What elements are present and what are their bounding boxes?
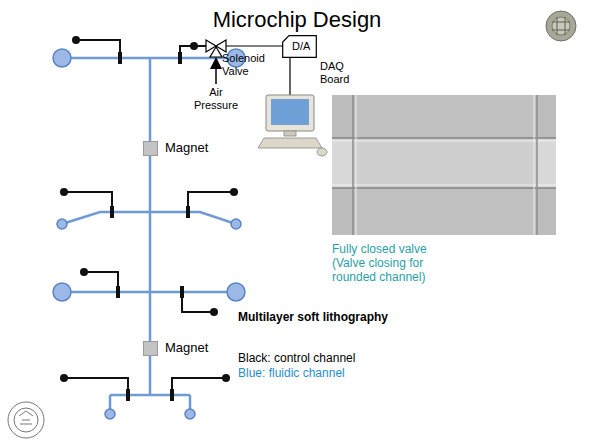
slide-title: Microchip Design — [0, 7, 594, 33]
image-caption: Fully closed valve — [332, 242, 467, 256]
pressure-label: Air Pressure — [190, 86, 242, 112]
method-heading: Multilayer soft lithography — [238, 310, 438, 324]
valve-micrograph — [332, 95, 556, 235]
legend-note: Black: control channel — [238, 351, 438, 365]
magnet-square — [143, 141, 158, 156]
solenoid-valve — [206, 40, 284, 84]
board-label: DAQ Board — [320, 60, 356, 86]
converter-box: D/A — [282, 35, 317, 58]
computer-icon — [258, 56, 327, 156]
magnet-block: Magnet — [143, 341, 209, 356]
valve-label: Solenoid Valve — [222, 52, 272, 78]
magnet-square — [143, 341, 158, 356]
fluidic-port — [53, 49, 245, 419]
magnet-label: Magnet — [165, 140, 208, 155]
magnet-label: Magnet — [165, 340, 208, 355]
control-channel — [64, 40, 234, 389]
image-caption: (Valve closing for rounded channel) — [332, 256, 460, 284]
chip-photo — [546, 11, 576, 41]
legend-note: Blue: fluidic channel — [238, 366, 438, 380]
magnet-block: Magnet — [143, 141, 209, 156]
university-seal — [8, 402, 44, 438]
converter-label: D/A — [292, 40, 310, 53]
